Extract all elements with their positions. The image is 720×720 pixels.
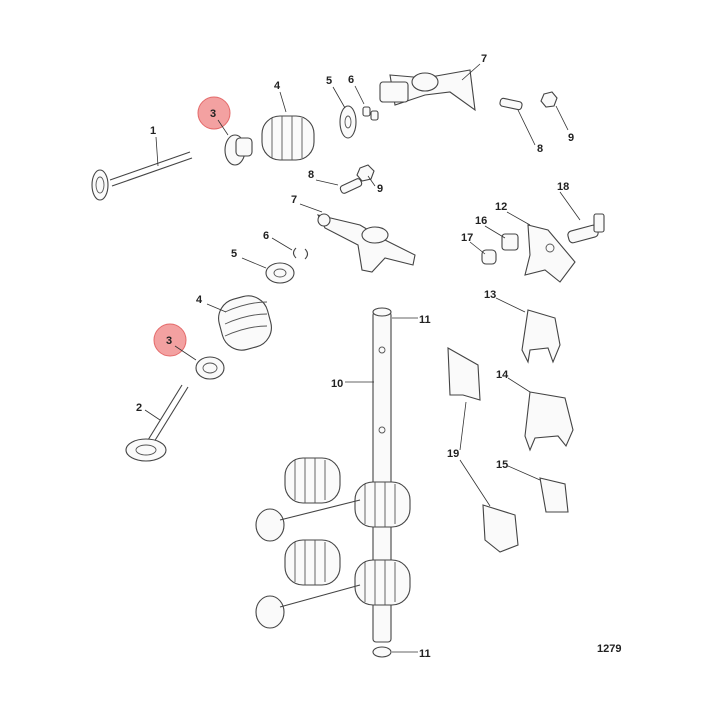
callout-1[interactable]: 1 xyxy=(150,125,156,137)
callout-2[interactable]: 2 xyxy=(136,402,142,414)
callout-16[interactable]: 16 xyxy=(475,215,487,227)
assembled-valvetrain xyxy=(255,457,411,629)
callout-13[interactable]: 13 xyxy=(484,289,496,301)
callout-12[interactable]: 12 xyxy=(495,201,507,213)
clip-13 xyxy=(521,309,561,364)
keeper-6-top xyxy=(362,106,379,121)
pin-17 xyxy=(481,249,497,265)
callout-3-top[interactable]: 3 xyxy=(210,108,216,120)
callout-11-top[interactable]: 11 xyxy=(419,314,431,326)
shim-19-upper xyxy=(447,347,481,401)
nut-9-top xyxy=(540,91,558,108)
plug-11-bottom xyxy=(372,646,392,658)
callout-8-mid[interactable]: 8 xyxy=(308,169,314,181)
keeper-6-mid xyxy=(292,247,309,260)
shim-19-lower xyxy=(482,504,519,553)
callout-18[interactable]: 18 xyxy=(557,181,569,193)
highlight-callout-3-top[interactable] xyxy=(197,96,231,130)
callout-6-mid[interactable]: 6 xyxy=(263,230,269,242)
adjuster-8-mid xyxy=(339,178,363,194)
callout-7-top[interactable]: 7 xyxy=(481,53,487,65)
nut-9-mid xyxy=(356,164,375,182)
callout-11-bottom[interactable]: 11 xyxy=(419,648,431,660)
callout-6-top[interactable]: 6 xyxy=(348,74,354,86)
retainer-5-top xyxy=(339,105,357,139)
callout-5-mid[interactable]: 5 xyxy=(231,248,237,260)
callout-3-mid[interactable]: 3 xyxy=(166,335,172,347)
figure-number: 1279 xyxy=(597,643,621,655)
callout-5-top[interactable]: 5 xyxy=(326,75,332,87)
callout-10[interactable]: 10 xyxy=(331,378,343,390)
callout-labels: 1 2 3 3 4 4 5 5 6 6 7 7 8 8 9 9 10 11 11… xyxy=(136,53,621,660)
callout-19[interactable]: 19 xyxy=(447,448,459,460)
callout-7-mid[interactable]: 7 xyxy=(291,194,297,206)
valve-2 xyxy=(125,384,189,462)
bracket-12 xyxy=(524,224,576,283)
callout-9-mid[interactable]: 9 xyxy=(377,183,383,195)
adjuster-8-top xyxy=(499,97,523,111)
callout-8-top[interactable]: 8 xyxy=(537,143,543,155)
clip-14 xyxy=(524,391,574,452)
callout-9-top[interactable]: 9 xyxy=(568,132,574,144)
bolt-18 xyxy=(567,213,605,244)
callout-17[interactable]: 17 xyxy=(461,232,473,244)
leader-lines xyxy=(144,63,581,653)
rocker-arm-7-top xyxy=(379,69,476,112)
rocker-arm-7-mid xyxy=(316,213,416,273)
valve-seal-3-top xyxy=(224,134,253,166)
clip-15 xyxy=(539,477,569,513)
callout-4-top[interactable]: 4 xyxy=(274,80,281,92)
callout-15[interactable]: 15 xyxy=(496,459,508,471)
valve-1 xyxy=(91,151,193,201)
valve-spring-4-mid xyxy=(218,295,272,351)
bushing-16 xyxy=(501,233,519,251)
callout-4-mid[interactable]: 4 xyxy=(196,294,203,306)
valve-seal-3-mid xyxy=(195,356,225,380)
retainer-5-mid xyxy=(265,262,295,284)
callout-14[interactable]: 14 xyxy=(496,369,509,381)
valve-spring-4-top xyxy=(261,115,315,161)
